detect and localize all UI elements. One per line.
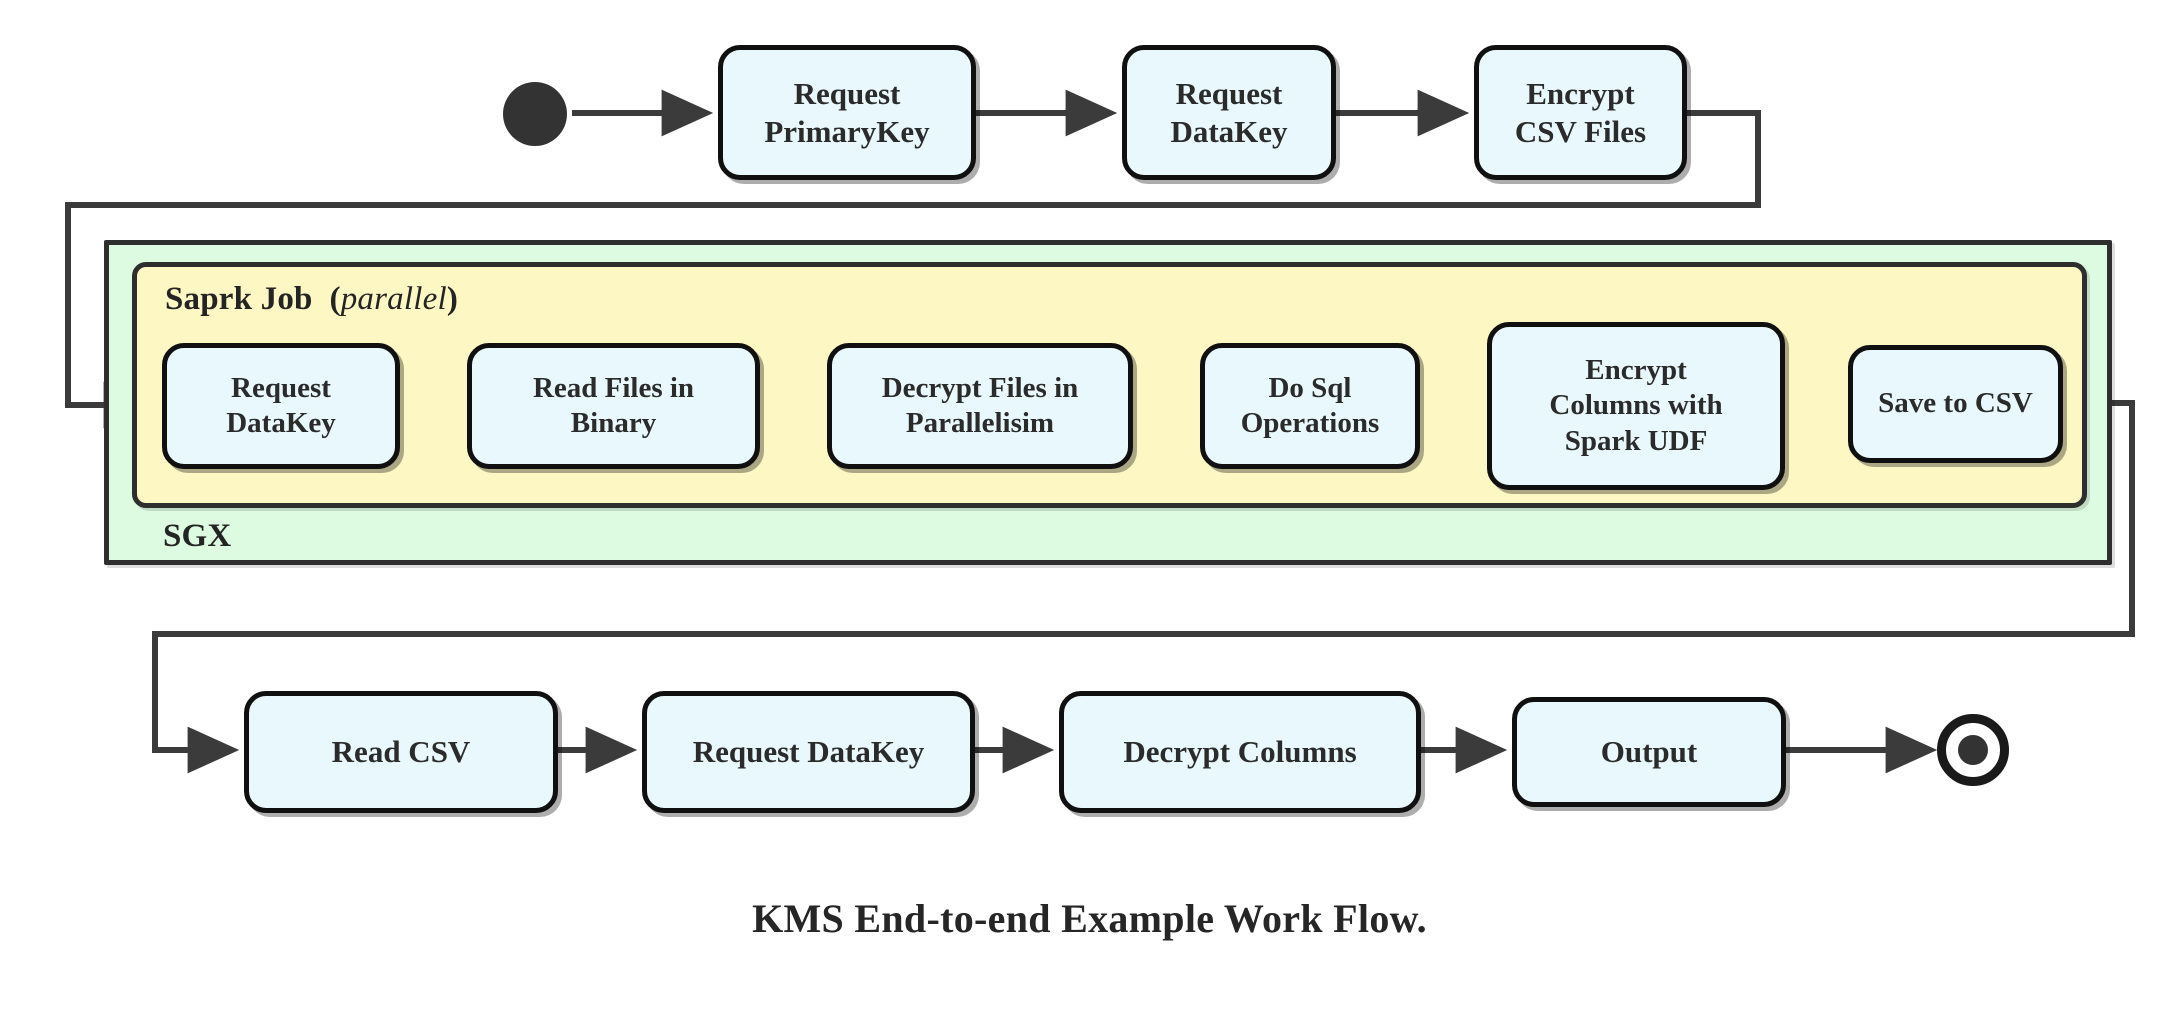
node-line: Output (1600, 734, 1698, 770)
node-line: PrimaryKey (764, 113, 930, 149)
node-read-csv[interactable]: Read CSV (244, 691, 558, 813)
node-line: Request (793, 75, 901, 111)
start-node (503, 82, 567, 146)
sgx-label-text: SGX (163, 518, 232, 554)
node-line: CSV Files (1514, 113, 1647, 149)
container-spark-job-label: Saprk Job (parallel) (165, 281, 458, 318)
node-line: Read CSV (331, 734, 471, 770)
node-output[interactable]: Output (1512, 697, 1786, 807)
node-request-primarykey[interactable]: Request PrimaryKey (718, 45, 976, 180)
node-line: Parallelisim (905, 407, 1055, 439)
spark-label-bold: Saprk Job (165, 281, 313, 317)
node-request-datakey-bottom[interactable]: Request DataKey (642, 691, 975, 813)
node-line: Save to CSV (1878, 387, 2033, 420)
figure-caption: KMS End-to-end Example Work Flow. (752, 896, 1427, 941)
node-do-sql-operations[interactable]: Do Sql Operations (1200, 343, 1420, 469)
node-line: Spark UDF (1564, 424, 1708, 457)
node-line: DataKey (226, 407, 336, 439)
node-line: Encrypt (1585, 353, 1687, 386)
node-save-to-csv[interactable]: Save to CSV (1848, 345, 2063, 463)
node-read-files-in-binary[interactable]: Read Files in Binary (467, 343, 760, 469)
node-line: Do Sql (1268, 371, 1352, 404)
node-decrypt-columns[interactable]: Decrypt Columns (1059, 691, 1421, 813)
node-line: Request (1175, 75, 1283, 111)
node-line: Binary (570, 407, 657, 439)
node-line: Columns with (1549, 389, 1723, 422)
spark-label-paren-open: ( (329, 281, 341, 317)
node-line: Decrypt Files in (881, 371, 1079, 404)
node-encrypt-csv-files[interactable]: Encrypt CSV Files (1474, 45, 1687, 180)
node-request-datakey-spark[interactable]: Request DataKey (162, 343, 400, 469)
spark-label-italic: parallel (340, 281, 447, 317)
node-request-datakey-top[interactable]: Request DataKey (1122, 45, 1336, 180)
spark-label-paren-close: ) (446, 281, 459, 317)
node-line: Decrypt Columns (1123, 734, 1357, 770)
node-line: Encrypt (1526, 75, 1635, 111)
node-encrypt-columns-with-spark-udf[interactable]: Encrypt Columns with Spark UDF (1487, 322, 1785, 490)
node-line: DataKey (1170, 113, 1288, 149)
node-decrypt-files-in-parallelisim[interactable]: Decrypt Files in Parallelisim (827, 343, 1133, 469)
end-node-inner-dot (1958, 735, 1988, 765)
node-line: Request (231, 371, 331, 404)
container-sgx-label: SGX (163, 518, 231, 555)
node-line: Request DataKey (692, 734, 925, 770)
node-line: Operations (1240, 407, 1380, 439)
node-line: Read Files in (532, 371, 695, 404)
